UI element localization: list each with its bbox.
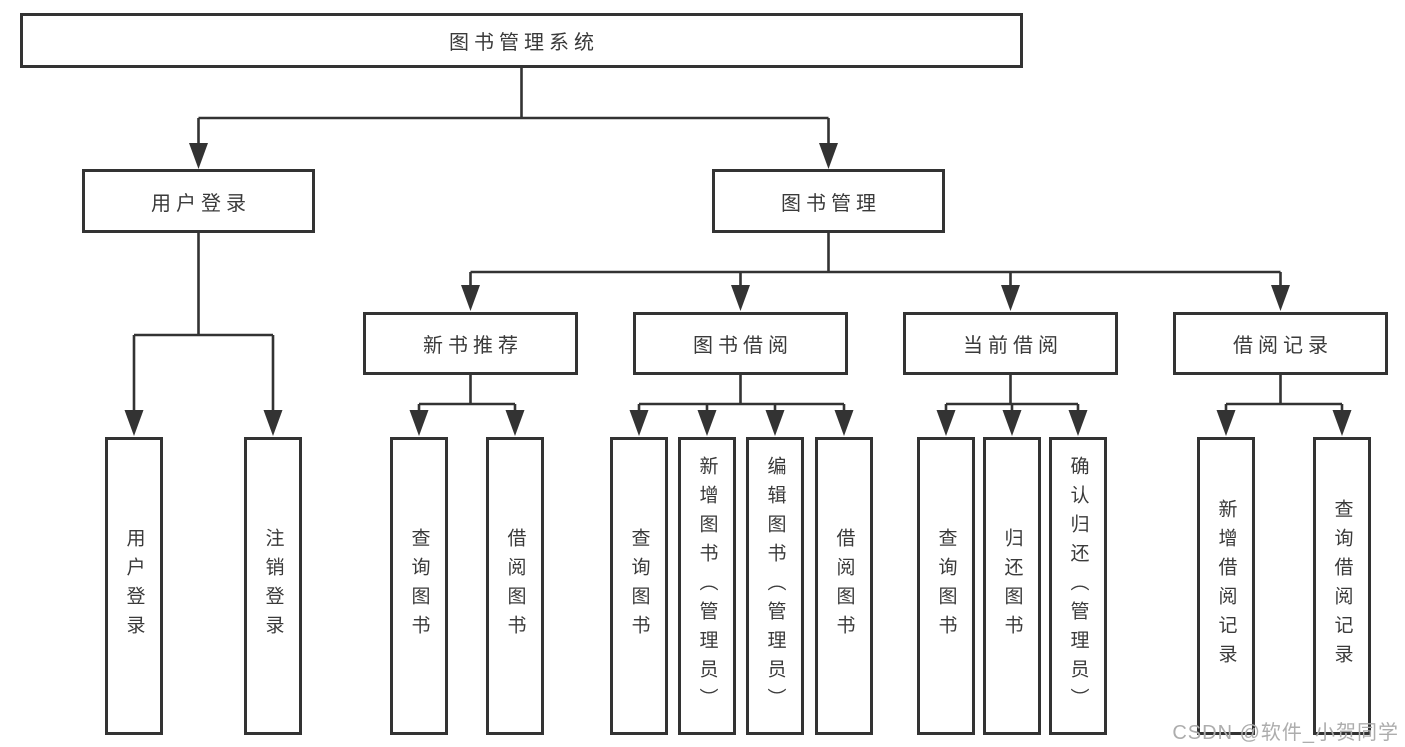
arrow-icon: [505, 410, 525, 436]
node-book-management: 图书管理: [712, 169, 945, 233]
connector-root: [197, 68, 830, 150]
leaf-user-login: 用户登录: [105, 437, 163, 735]
arrow-icon: [765, 410, 785, 436]
connector-book-borrowing: [637, 375, 846, 414]
watermark: CSDN @软件_小贺同学: [1172, 722, 1399, 744]
arrow-icon: [629, 410, 649, 436]
leaf-confirm-return-admin: 确认归还（管理员）: [1049, 437, 1107, 735]
node-current-borrowing: 当前借阅: [903, 312, 1118, 375]
arrow-icon: [189, 143, 208, 169]
leaf-add-borrow-record: 新增借阅记录: [1197, 437, 1255, 735]
arrowheads: [124, 143, 1352, 436]
arrow-icon: [1001, 285, 1020, 311]
node-new-book-recommend: 新书推荐: [363, 312, 578, 375]
arrow-icon: [461, 285, 480, 311]
leaf-query-books-current: 查询图书: [917, 437, 975, 735]
arrow-icon: [409, 410, 429, 436]
arrow-icon: [263, 410, 283, 436]
arrow-icon: [697, 410, 717, 436]
arrow-icon: [1002, 410, 1022, 436]
node-user-login: 用户登录: [82, 169, 315, 233]
node-book-borrowing: 图书借阅: [633, 312, 848, 375]
connector-new-book-recommend: [417, 375, 517, 414]
arrow-icon: [124, 410, 144, 436]
arrow-icon: [1068, 410, 1088, 436]
connector-borrowing-records: [1224, 375, 1344, 414]
leaf-return-book: 归还图书: [983, 437, 1041, 735]
arrow-icon: [1332, 410, 1352, 436]
arrow-icon: [834, 410, 854, 436]
connector-user-login: [132, 233, 275, 414]
node-root: 图书管理系统: [20, 13, 1023, 68]
connector-current-borrowing: [944, 375, 1080, 414]
leaf-edit-book-admin: 编辑图书（管理员）: [746, 437, 804, 735]
leaf-borrow-books-recommend: 借阅图书: [486, 437, 544, 735]
leaf-add-book-admin: 新增图书（管理员）: [678, 437, 736, 735]
leaf-borrow-books-borrowing: 借阅图书: [815, 437, 873, 735]
arrow-icon: [1216, 410, 1236, 436]
arrow-icon: [1271, 285, 1290, 311]
arrow-icon: [731, 285, 750, 311]
leaf-query-books-recommend: 查询图书: [390, 437, 448, 735]
arrow-icon: [936, 410, 956, 436]
leaf-logout-login: 注销登录: [244, 437, 302, 735]
connector-book-management: [469, 233, 1282, 290]
leaf-query-borrow-record: 查询借阅记录: [1313, 437, 1371, 735]
arrow-icon: [819, 143, 838, 169]
leaf-query-books-borrowing: 查询图书: [610, 437, 668, 735]
node-borrowing-records: 借阅记录: [1173, 312, 1388, 375]
